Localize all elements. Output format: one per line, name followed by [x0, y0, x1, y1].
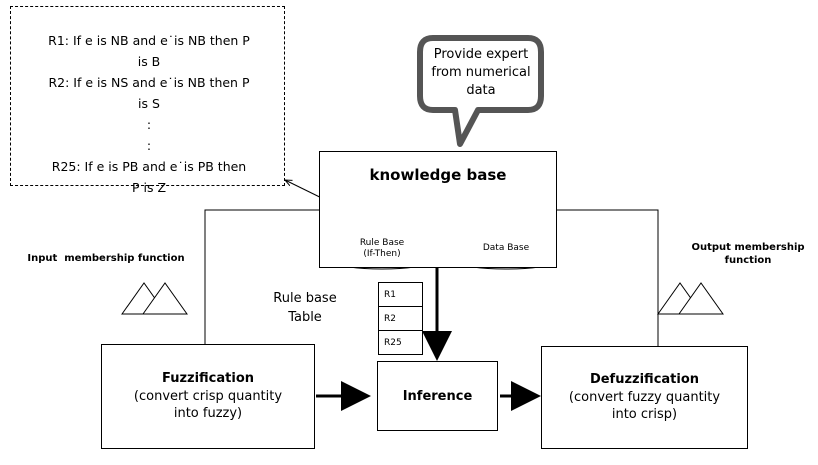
knowledge-base-title: knowledge base [369, 166, 507, 184]
defuzzification-title: Defuzzification [589, 372, 700, 387]
defuzzification-subtitle: (convert fuzzy quantity into crisp) [568, 390, 721, 422]
inference-title: Inference [402, 388, 473, 404]
fuzzification-title: Fuzzification [161, 371, 255, 386]
rule-ellipsis-1: : [146, 117, 152, 132]
rule-table-label: Rule base Table [273, 291, 337, 325]
rules-dashed-box [10, 6, 285, 186]
inference-box: Inference [377, 361, 498, 431]
fuzzification-box: Fuzzification (convert crisp quantity in… [101, 344, 315, 449]
rule-line-r25: R25: If e is PB and e˙is PB then P is Z [51, 159, 247, 195]
rule-table-row: R25 [378, 330, 423, 355]
input-membership-triangles-icon [121, 282, 188, 315]
defuzzification-box: Defuzzification (convert fuzzy quantity … [541, 346, 748, 449]
fuzzification-subtitle: (convert crisp quantity into fuzzy) [133, 389, 283, 421]
rule-table: R1 R2 R25 [378, 282, 423, 355]
data-base-label: Data Base [482, 243, 530, 253]
rule-table-row: R2 [378, 306, 423, 331]
rule-ellipsis-2: : [146, 138, 152, 153]
callout-bubble-shape [417, 35, 544, 147]
output-membership-label: Output membership function [691, 242, 805, 266]
callout-text: Provide expert from numerical data [431, 47, 531, 98]
rule-line-r2: R2: If e is NS and e˙is NB then P is S [48, 75, 250, 111]
rule-table-row: R1 [378, 282, 423, 307]
rule-line-r1: R1: If e is NB and e˙is NB then P is B [48, 33, 250, 69]
input-membership-label: Input membership function [27, 253, 185, 264]
defuzzification-to-kb-line [557, 209, 659, 346]
output-membership-triangles-icon [657, 282, 724, 315]
rules-list: R1: If e is NB and e˙is NB then P is B R… [14, 30, 284, 198]
rule-base-label: Rule Base (If-Then) [359, 238, 405, 259]
knowledge-base-box [319, 151, 557, 268]
fuzzification-to-kb-line [204, 209, 319, 344]
